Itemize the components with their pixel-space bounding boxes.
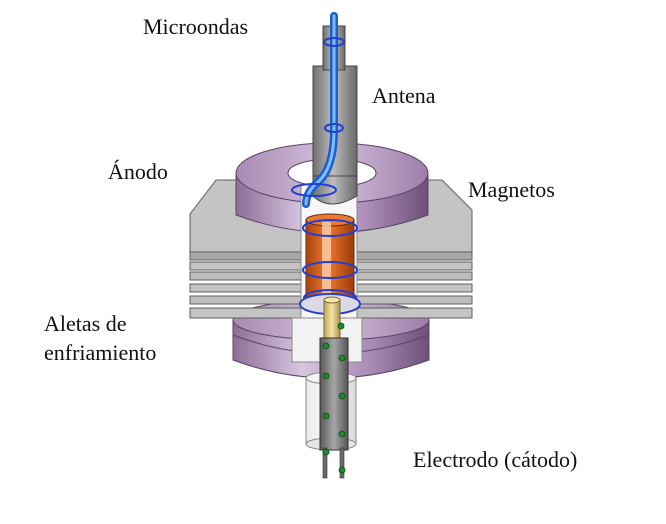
electron-dots bbox=[322, 322, 346, 474]
label-electrodo: Electrodo (cátodo) bbox=[413, 447, 578, 472]
label-microondas: Microondas bbox=[143, 14, 249, 39]
anode-cylinder bbox=[305, 213, 355, 299]
label-aletas-line2: enfriamiento bbox=[44, 340, 157, 365]
label-aletas-line1: Aletas de bbox=[44, 311, 127, 336]
label-anodo: Ánodo bbox=[108, 159, 168, 184]
label-antena: Antena bbox=[372, 83, 436, 108]
label-magnetos: Magnetos bbox=[468, 177, 555, 202]
